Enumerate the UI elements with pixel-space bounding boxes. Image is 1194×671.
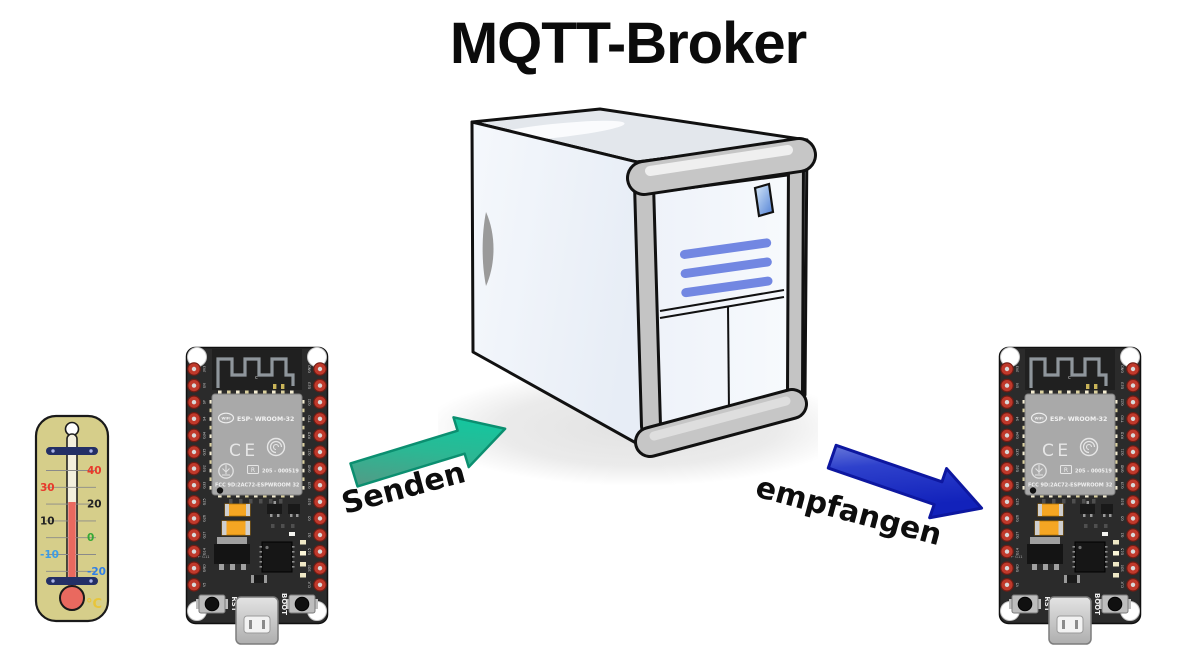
front-right-pillar	[786, 151, 805, 401]
scale-label: 40	[87, 465, 102, 477]
side-handle	[482, 212, 494, 286]
receive-arrow-icon	[826, 443, 984, 520]
tube-bracket-top	[46, 447, 98, 455]
esp32-board-sender	[185, 346, 329, 648]
scale-label: -10	[40, 549, 59, 561]
power-button	[753, 182, 775, 218]
send-arrow-group: Senden	[338, 416, 507, 522]
mercury-bulb	[59, 585, 85, 611]
vent-slats	[679, 238, 773, 298]
front-bottom-bezel	[634, 388, 808, 458]
mercury-meniscus	[68, 502, 76, 504]
mqtt-broker-server	[438, 107, 818, 486]
scale-label: 30	[40, 482, 55, 494]
front-left-pillar	[633, 173, 662, 437]
page-title: MQTT-Broker	[449, 11, 807, 76]
front-top-bezel	[626, 137, 817, 196]
receive-arrow-group: empfangen	[752, 443, 984, 553]
scale-label: 10	[40, 515, 55, 527]
mercury-column	[68, 502, 76, 592]
esp32-board-receiver	[998, 346, 1142, 648]
tube-bracket-bottom	[46, 577, 98, 585]
scale-label: 0	[87, 532, 94, 544]
drive-bays	[659, 289, 785, 413]
unit-label: °C	[86, 597, 102, 612]
scale-label: 20	[87, 499, 102, 511]
thermometer: 40 30 20 10 0 -10 -20 °C	[34, 414, 110, 623]
send-arrow-icon	[349, 416, 507, 488]
scale-label: -20	[87, 566, 106, 578]
